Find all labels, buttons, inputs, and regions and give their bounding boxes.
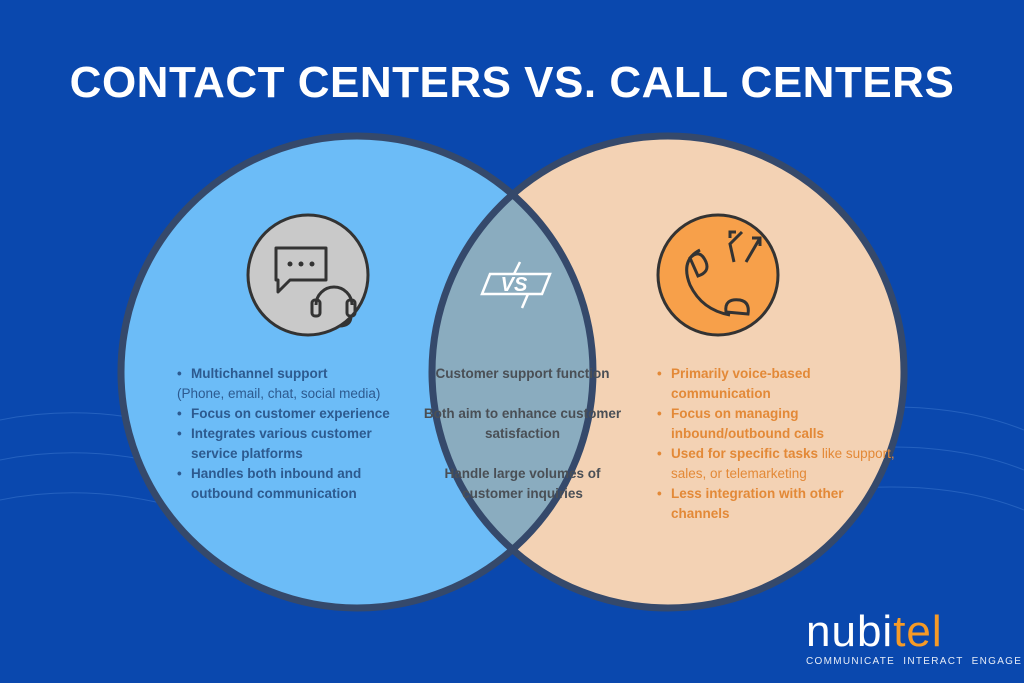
list-item: Primarily voice-based communication [655,364,895,404]
list-item: Used for specific tasks like support, sa… [655,444,895,484]
chat-headset-icon [246,213,370,337]
logo-word-white: nubi [806,607,894,656]
list-item: Less integration with other channels [655,484,895,524]
item-text: Used for specific tasks [671,446,819,461]
vs-label: VS [501,274,528,296]
nubitel-logo: nubitel COMMUNICATE INTERACT ENGAGE [806,610,1023,668]
page-title: CONTACT CENTERS VS. CALL CENTERS [69,58,955,107]
list-item: Focus on customer experience [175,404,405,424]
vs-icon [480,261,552,309]
item-subtext: like support, sales, or telemarketing [671,446,895,481]
shared-item: Customer support function [435,366,610,381]
logo-word-orange: tel [893,607,943,656]
list-item: Integrates various customer service plat… [175,424,405,464]
phone-arrows-icon [656,213,780,337]
shared-item: Both aim to enhance customer satisfactio… [423,406,622,441]
contact-center-list: Multichannel support (Phone, email, chat,… [175,364,405,504]
logo-tagline: COMMUNICATE INTERACT ENGAGE [806,656,1023,667]
item-text: Multichannel support [191,366,328,381]
right-circle-outline [428,132,908,612]
shared-item: Handle large volumes of customer inquiri… [444,466,601,501]
left-circle-outline [117,132,597,612]
shared-traits: Customer support function Both aim to en… [420,364,625,524]
list-item: Focus on managing inbound/outbound calls [655,404,895,444]
item-subtext: (Phone, email, chat, social media) [177,386,381,401]
overlap-region [432,136,593,608]
list-item: Multichannel support (Phone, email, chat,… [175,364,405,404]
call-center-list: Primarily voice-based communication Focu… [655,364,895,524]
list-item: Handles both inbound and outbound commun… [175,464,405,504]
